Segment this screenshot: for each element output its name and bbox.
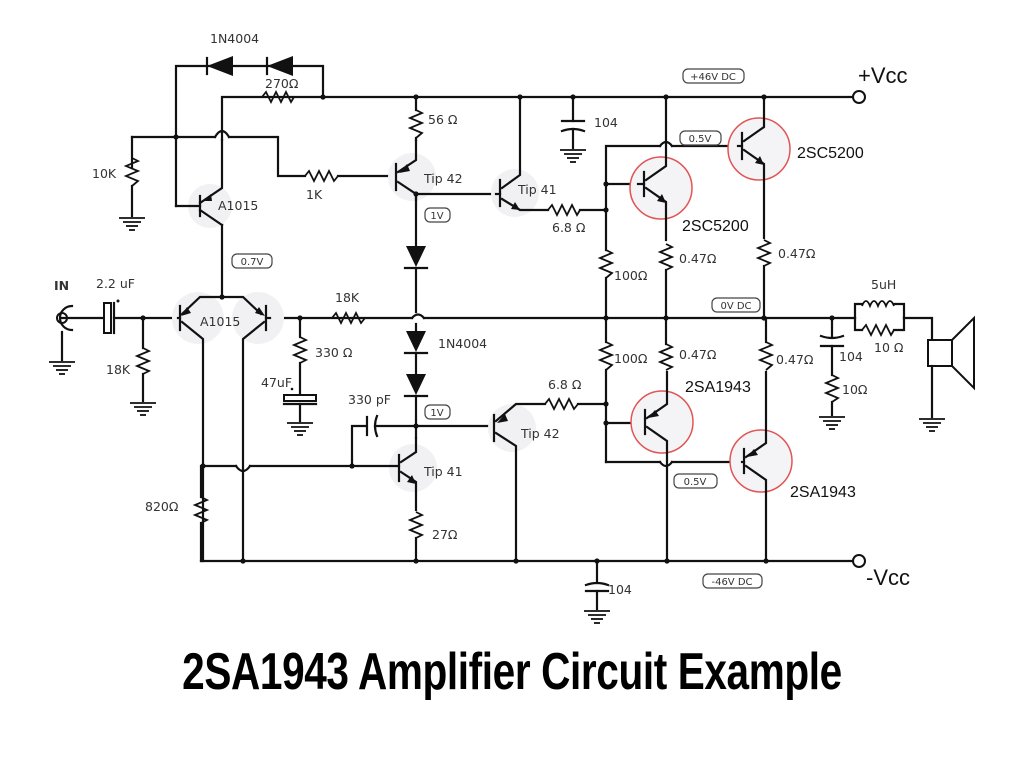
svg-text:-46V DC: -46V DC — [711, 577, 752, 588]
label-5uh: 5uH — [871, 277, 896, 292]
label-27: 27Ω — [432, 527, 458, 542]
capacitor-104-top — [559, 94, 587, 163]
label-1n4004-mid: 1N4004 — [438, 336, 487, 351]
label-47u: 47uF — [261, 375, 292, 390]
label-104-bot: 104 — [608, 582, 632, 597]
transistor-tip41-top — [491, 94, 550, 217]
svg-text:0.5V: 0.5V — [689, 134, 712, 145]
svg-text:0.5V: 0.5V — [684, 477, 707, 488]
badge-neg46: -46V DC — [702, 573, 763, 589]
capacitor-330p — [349, 414, 494, 469]
bias-diodes-top — [174, 56, 325, 208]
label-10-zobel: 10Ω — [842, 382, 868, 397]
label-6r8-top: 6.8 Ω — [552, 220, 586, 235]
output-inductor-5uh — [853, 300, 934, 342]
svg-text:1V: 1V — [430, 211, 443, 222]
label-1n4004-top: 1N4004 — [210, 31, 259, 46]
label-10k: 10K — [92, 166, 117, 181]
transistor-tip41-vas — [200, 436, 437, 564]
svg-text:+46V DC: +46V DC — [690, 72, 736, 83]
label-104-top: 104 — [594, 115, 618, 130]
label-270: 270Ω — [265, 76, 299, 91]
speaker-icon — [918, 315, 975, 432]
label-18k-in: 18K — [106, 362, 131, 377]
label-2sc5200-2: 2SC5200 — [797, 145, 864, 162]
capacitor-104-bottom — [583, 558, 611, 624]
label-tip41-vas: Tip 41 — [423, 464, 463, 479]
resistor-820 — [192, 464, 246, 564]
label-vcc-pos: +Vcc — [858, 63, 908, 88]
badge-1v-bot: 1V — [424, 404, 451, 420]
label-in: IN — [54, 278, 69, 293]
zobel-network — [818, 315, 846, 430]
resistor-270 — [261, 89, 326, 105]
label-2sa1943-2: 2SA1943 — [790, 484, 856, 501]
label-2sc5200-1: 2SC5200 — [682, 218, 749, 235]
resistor-6r8-top — [547, 202, 609, 218]
resistor-6r8-bottom — [544, 396, 609, 412]
bias-diode-chain — [403, 191, 498, 440]
badge-05-bot: 0.5V — [673, 473, 718, 489]
label-2sa1943-1: 2SA1943 — [685, 379, 751, 396]
label-a1015-src: A1015 — [218, 198, 258, 213]
label-100-bot: 100Ω — [614, 351, 648, 366]
label-18k-fb: 18K — [335, 290, 360, 305]
page-title: 2SA1943 Amplifier Circuit Example — [182, 643, 842, 701]
label-a1015-diff: A1015 — [200, 314, 240, 329]
output-node-line — [268, 313, 857, 320]
label-tip41-top: Tip 41 — [517, 182, 557, 197]
svg-text:1V: 1V — [430, 408, 443, 419]
transistor-2sa1943-2 — [729, 316, 793, 564]
svg-text:0.7V: 0.7V — [241, 257, 264, 268]
transistor-tip42-bottom — [488, 402, 547, 564]
badge-07: 0.7V — [231, 253, 273, 269]
input-jack — [48, 304, 105, 375]
negative-rail — [199, 554, 866, 568]
diff-pair-a1015 — [172, 213, 284, 563]
badge-1v-top: 1V — [424, 207, 451, 223]
label-047-b: 0.47Ω — [778, 246, 816, 261]
transistor-2sc5200-1 — [629, 94, 693, 321]
positive-rail — [321, 90, 866, 104]
svg-text:0V DC: 0V DC — [720, 301, 751, 312]
resistor-1k — [304, 168, 397, 184]
badge-05-top: 0.5V — [679, 130, 722, 146]
label-820: 820Ω — [145, 499, 179, 514]
label-56: 56 Ω — [428, 112, 458, 127]
label-10-inductor: 10 Ω — [874, 340, 904, 355]
resistor-330-and-cap-47u — [282, 316, 318, 436]
label-330: 330 Ω — [315, 345, 353, 360]
label-6r8-bot: 6.8 Ω — [548, 377, 582, 392]
input-resistor-18k — [129, 315, 157, 416]
label-2u2: 2.2 uF — [96, 276, 135, 291]
input-capacitor — [103, 299, 180, 335]
label-100-top: 100Ω — [614, 268, 648, 283]
badge-0v: 0V DC — [711, 297, 761, 313]
label-1k: 1K — [306, 187, 323, 202]
label-047-c: 0.47Ω — [679, 347, 717, 362]
transistor-2sc5200-2 — [727, 94, 791, 321]
label-047-a: 0.47Ω — [679, 251, 717, 266]
label-330p: 330 pF — [348, 392, 391, 407]
label-047-d: 0.47Ω — [776, 352, 814, 367]
label-tip42-bot: Tip 42 — [520, 426, 560, 441]
amplifier-schematic: 1N4004 270Ω 10K 1K A1015 56 Ω Tip 42 Tip… — [48, 31, 975, 624]
resistor-10k — [118, 129, 307, 231]
transistor-2sa1943-1 — [630, 316, 694, 564]
resistor-56 — [407, 94, 425, 142]
label-vcc-neg: -Vcc — [866, 565, 910, 590]
label-tip42-top: Tip 42 — [423, 171, 463, 186]
label-104-zobel: 104 — [839, 349, 863, 364]
badge-pos46: +46V DC — [682, 68, 745, 84]
